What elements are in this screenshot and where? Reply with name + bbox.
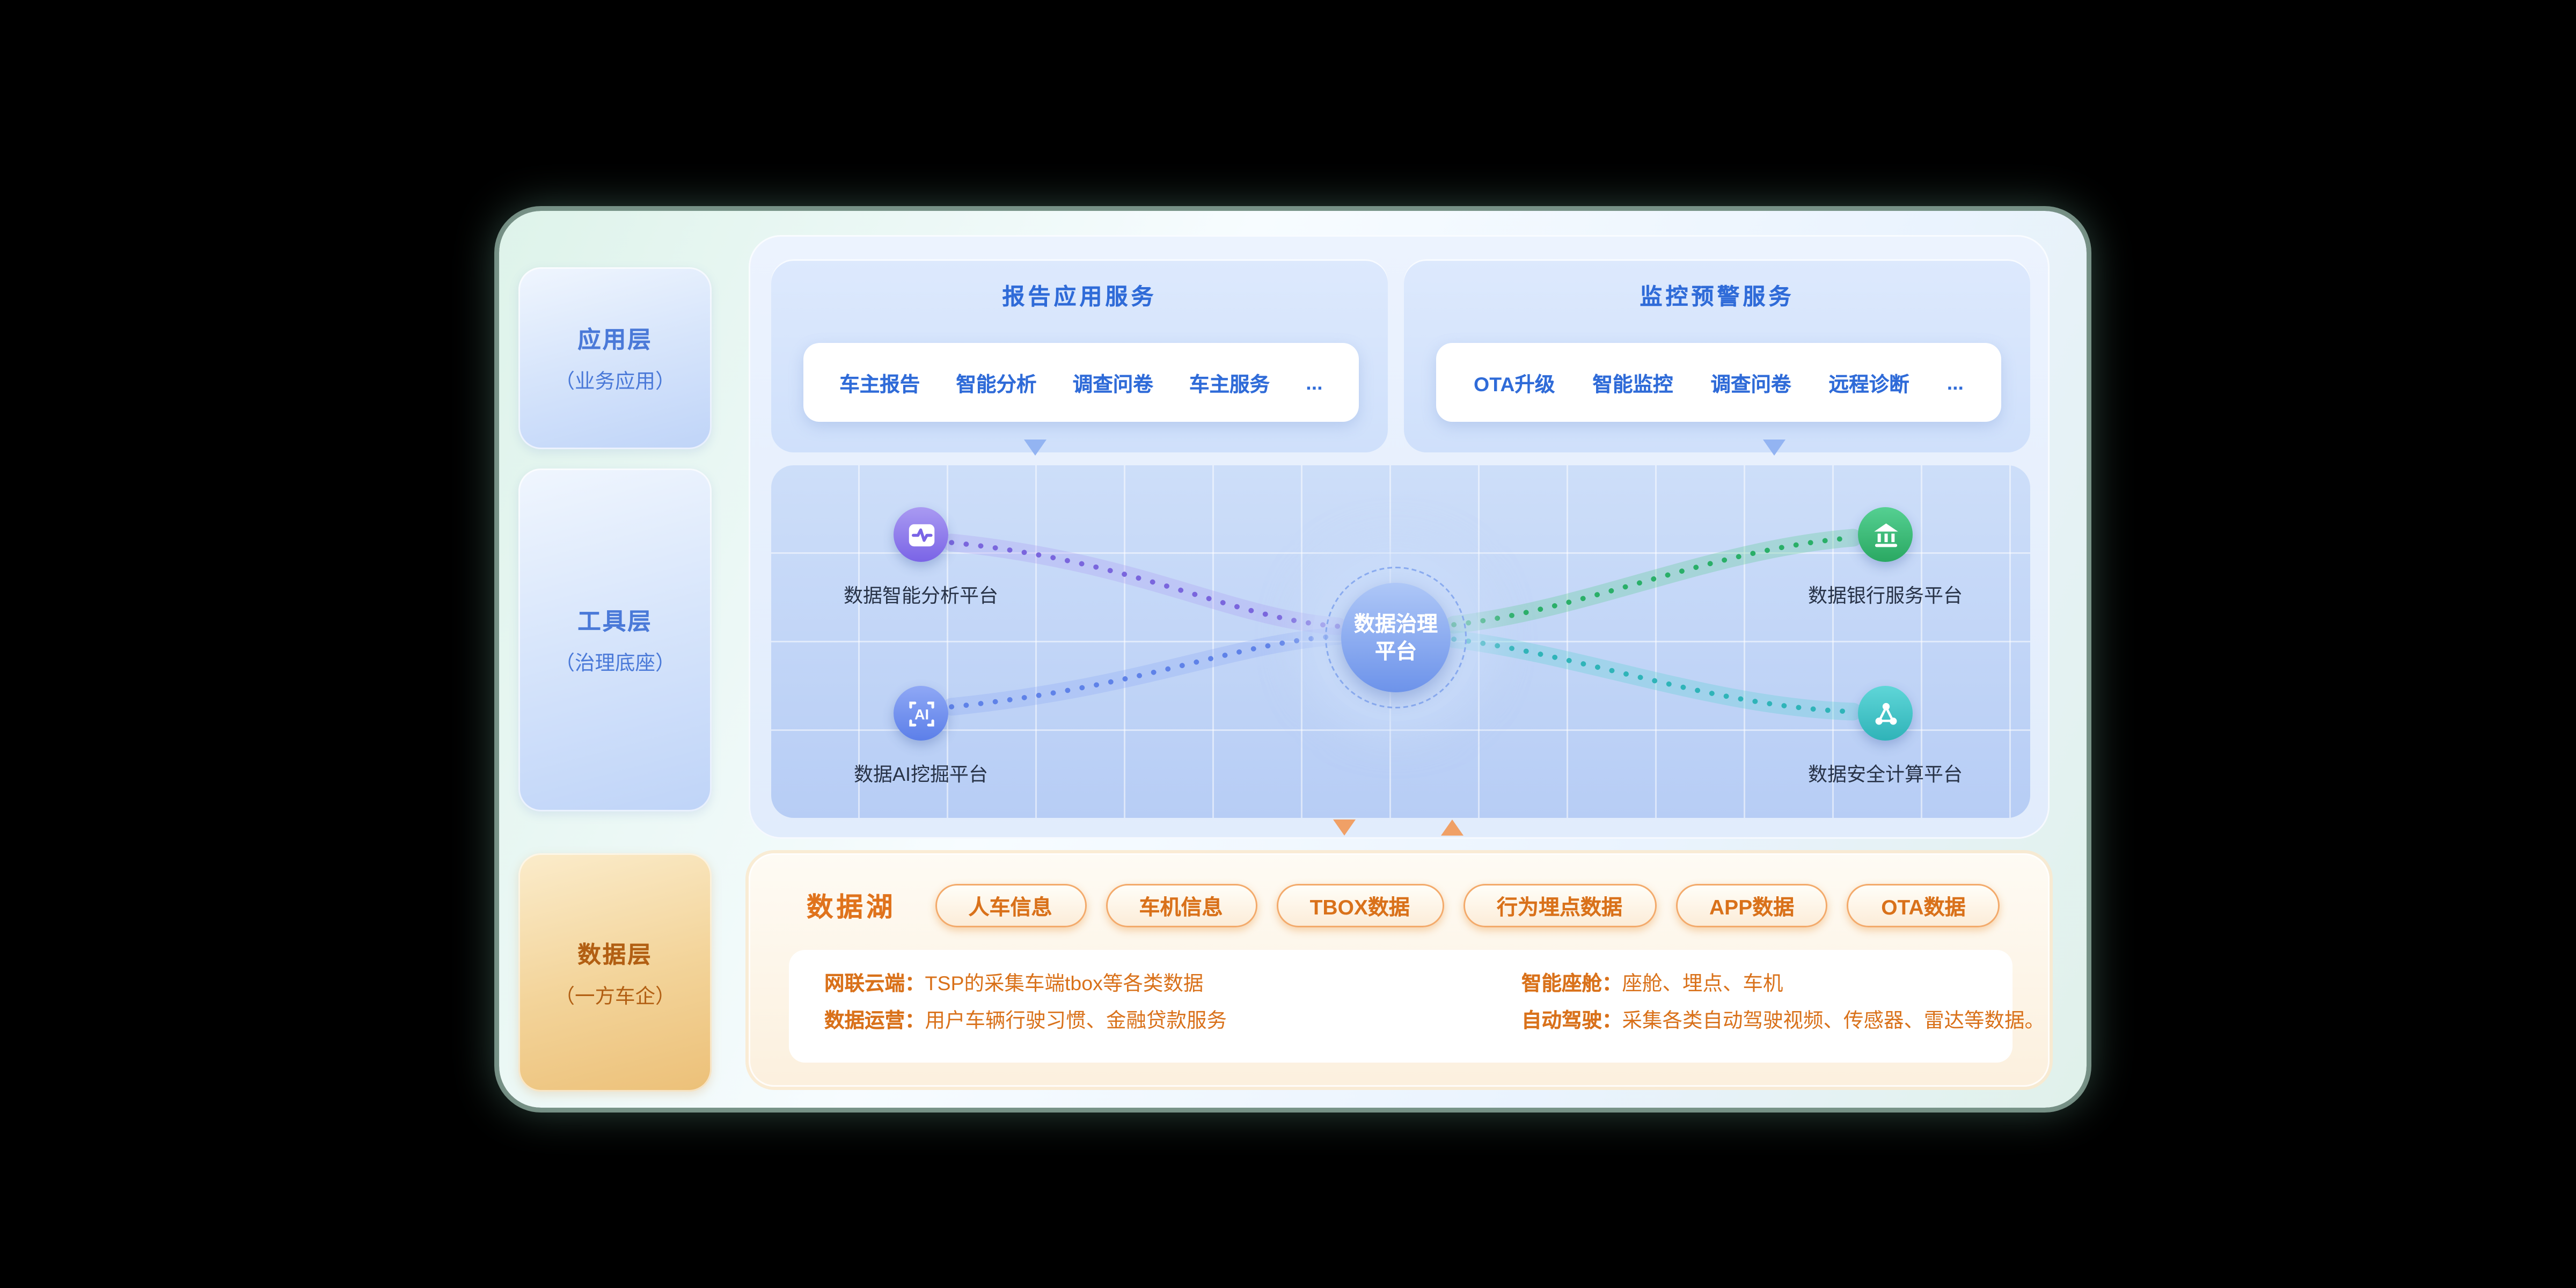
ai-mining-platform-label: 数据AI挖掘平台 [853,763,989,786]
data-lake-title: 数据湖 [807,894,896,923]
service-item: 车主服务 [1189,374,1270,396]
service-item: 智能监控 [1592,374,1673,396]
center-label-line2: 平台 [1374,639,1417,663]
dots-analytics [949,540,1341,629]
data-lake-detail-left: 网联云端：TSP的采集车端tbox等各类数据 数据运营：用户车辆行驶习惯、金融贷… [824,966,1521,1063]
layer-tool-subtitle: （治理底座） [554,652,676,675]
service-item-more: ... [1306,371,1323,394]
dots-bank [1451,535,1856,627]
detail-line: 智能座舱：座舱、埋点、车机 [1521,966,2045,1003]
data-lake-tags: 人车信息 车机信息 TBOX数据 行为埋点数据 APP数据 OTA数据 [934,883,2000,927]
dots-secure [1451,636,1856,714]
data-lake-tag: 行为埋点数据 [1462,883,1657,927]
layer-data-subtitle: （一方车企） [554,984,676,1007]
flow-arrow-down-icon [1024,440,1046,456]
layer-tool-title: 工具层 [577,610,653,636]
service-item: 远程诊断 [1828,374,1909,396]
analytics-wave-icon [908,523,934,546]
band-ai [942,627,1347,716]
layer-application: 应用层 （业务应用） [518,267,712,449]
data-lake-tag: TBOX数据 [1276,883,1444,927]
flow-arrow-down-icon [1333,819,1356,836]
monitor-services-bar: OTA升级 智能监控 调查问卷 远程诊断 ... [1436,343,2001,422]
monitor-services-panel: 监控预警服务 OTA升级 智能监控 调查问卷 远程诊断 ... [1404,259,2030,452]
detail-text: 采集各类自动驾驶视频、传感器、雷达等数据。 [1622,1009,2045,1032]
governance-center-node: 数据治理 平台 [1341,583,1451,692]
flow-curves [942,529,1862,721]
flow-arrow-down-icon [1763,440,1785,456]
ai-mining-platform-node: AI [894,686,948,741]
report-services-title: 报告应用服务 [1002,283,1157,309]
data-lake-tag: 人车信息 [934,883,1086,927]
data-bank-platform-label: 数据银行服务平台 [1807,584,1963,607]
secure-network-icon [1875,702,1896,724]
data-lake-header: 数据湖 人车信息 车机信息 TBOX数据 行为埋点数据 APP数据 OTA数据 [807,882,2000,927]
data-bank-platform-node [1858,507,1913,562]
bank-icon [1873,522,1898,546]
analytics-platform-node [894,507,948,562]
data-lake-panel: 数据湖 人车信息 车机信息 TBOX数据 行为埋点数据 APP数据 OTA数据 … [749,853,2050,1087]
layer-application-title: 应用层 [577,328,653,354]
layer-data-title: 数据层 [577,942,653,969]
analytics-platform-label: 数据智能分析平台 [843,584,998,607]
svg-text:AI: AI [914,706,928,722]
detail-text: TSP的采集车端tbox等各类数据 [925,972,1204,995]
report-services-panel: 报告应用服务 车主报告 智能分析 调查问卷 车主服务 ... [771,259,1388,452]
service-item: 车主报告 [839,374,920,396]
detail-line: 网联云端：TSP的采集车端tbox等各类数据 [824,966,1521,1003]
flow-arrow-up-icon [1441,819,1463,836]
service-item-more: ... [1946,371,1964,394]
layer-data: 数据层 （一方车企） [518,853,712,1092]
detail-label: 智能座舱： [1521,972,1622,995]
report-services-bar: 车主报告 智能分析 调查问卷 车主服务 ... [803,343,1359,422]
service-item: 调查问卷 [1710,374,1791,396]
layer-application-subtitle: （业务应用） [554,370,676,393]
main-panel: 应用层 （业务应用） 工具层 （治理底座） 数据层 （一方车企） 报告应用服务 … [499,211,2087,1108]
detail-label: 网联云端： [824,972,925,995]
layer-tool: 工具层 （治理底座） [518,469,712,811]
center-dashed-ring [1325,567,1467,708]
data-lake-tag: 车机信息 [1105,883,1257,927]
center-label-line1: 数据治理 [1353,612,1438,636]
governance-diagram: 数据治理 平台 数据智能分析平台 [771,465,2030,818]
detail-line: 自动驾驶：采集各类自动驾驶视频、传感器、雷达等数据。 [1521,1003,2045,1040]
data-lake-detail-box: 网联云端：TSP的采集车端tbox等各类数据 数据运营：用户车辆行驶习惯、金融贷… [789,950,2045,1063]
detail-label: 自动驾驶： [1521,1009,1622,1032]
detail-text: 座舱、埋点、车机 [1622,972,1783,995]
service-item: 智能分析 [956,374,1037,396]
secure-compute-platform-label: 数据安全计算平台 [1807,763,1963,786]
service-item: OTA升级 [1474,374,1555,396]
monitor-services-title: 监控预警服务 [1640,283,1795,309]
detail-text: 用户车辆行驶习惯、金融贷款服务 [925,1009,1227,1032]
data-lake-detail-right: 智能座舱：座舱、埋点、车机 自动驾驶：采集各类自动驾驶视频、传感器、雷达等数据。 [1521,966,2045,1063]
data-lake-tag: APP数据 [1675,883,1828,927]
ai-frame-icon: AI [908,700,934,726]
service-item: 调查问卷 [1072,374,1153,396]
services-governance-panel: 报告应用服务 车主报告 智能分析 调查问卷 车主服务 ... 监控预警服务 OT… [749,235,2050,839]
detail-label: 数据运营： [824,1009,925,1032]
detail-line: 数据运营：用户车辆行驶习惯、金融贷款服务 [824,1003,1521,1040]
secure-compute-platform-node [1858,686,1913,741]
data-lake-tag: OTA数据 [1847,883,2000,927]
